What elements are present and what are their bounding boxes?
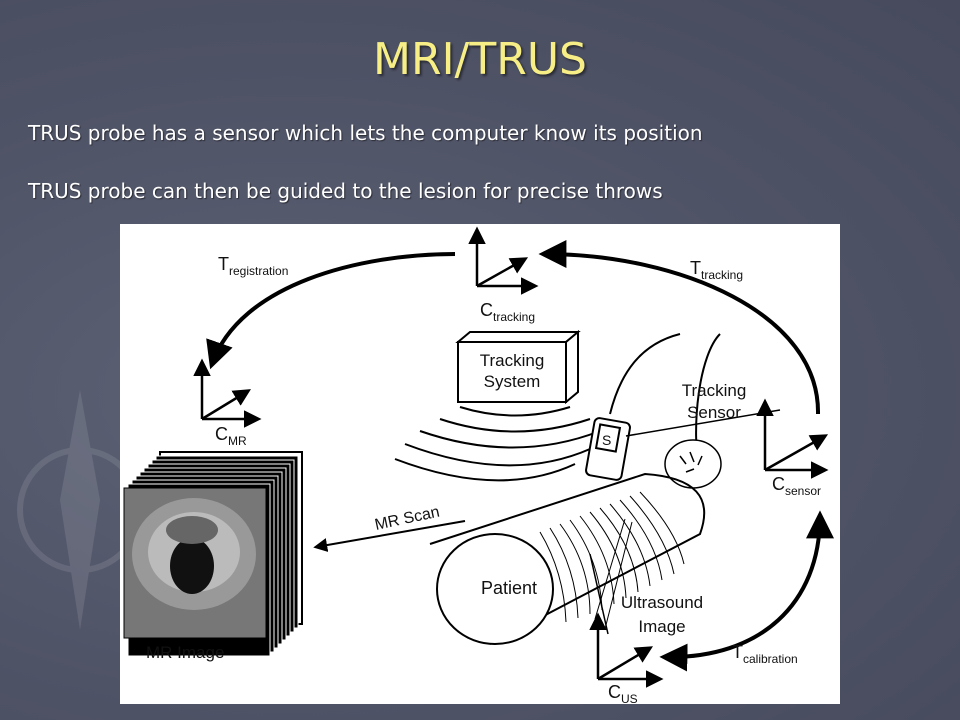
c-mr-axes	[193, 358, 262, 428]
tracking-system-label-1: Tracking	[480, 351, 545, 370]
t-calibration-arrow	[659, 510, 834, 672]
t-tracking-arrow	[538, 240, 821, 415]
ultrasound-image-label-2: Image	[638, 617, 685, 636]
mr-image-label: MR Image	[146, 643, 224, 662]
bullet-sensor: TRUS probe has a sensor which lets the c…	[28, 121, 703, 145]
c-mr-label: CMR	[215, 424, 247, 448]
mr-scan-arrow	[313, 520, 466, 552]
t-tracking-label: Ttracking	[690, 258, 743, 282]
tracking-system-box	[455, 329, 581, 405]
tracking-sensor-label-2: Sensor	[687, 403, 741, 422]
ultrasound-image-label-1: Ultrasound	[621, 593, 703, 612]
tracking-sensor-label-1: Tracking	[682, 381, 747, 400]
sensor-pointer-line	[625, 409, 781, 437]
patient-body	[429, 472, 706, 645]
t-calibration-label: Tcalibration	[732, 642, 798, 666]
t-registration-label: Tregistration	[218, 254, 288, 278]
tracking-system-label-2: System	[484, 372, 541, 391]
slide-title: MRI/TRUS	[373, 34, 587, 85]
tracking-sensor-icon: S	[585, 417, 631, 481]
c-tracking-axes	[468, 226, 539, 295]
signal-waves	[394, 406, 601, 482]
c-tracking-label: Ctracking	[480, 300, 535, 324]
probe-cable	[609, 333, 681, 415]
c-us-label: CUS	[608, 682, 638, 704]
bullet-guidance: TRUS probe can then be guided to the les…	[28, 179, 663, 203]
lens-circle	[664, 439, 722, 489]
t-registration-arrow	[206, 252, 456, 370]
c-us-axes	[589, 612, 664, 688]
c-sensor-axes	[756, 398, 829, 479]
svg-text:S: S	[602, 432, 611, 448]
mr-scan-label: MR Scan	[373, 504, 441, 534]
c-sensor-label: Csensor	[772, 474, 821, 498]
mr-image-stack	[123, 451, 303, 657]
patient-label: Patient	[481, 578, 537, 598]
mri-trus-diagram: Ctracking Tregistration Ttracking CMR Tr…	[120, 224, 840, 704]
